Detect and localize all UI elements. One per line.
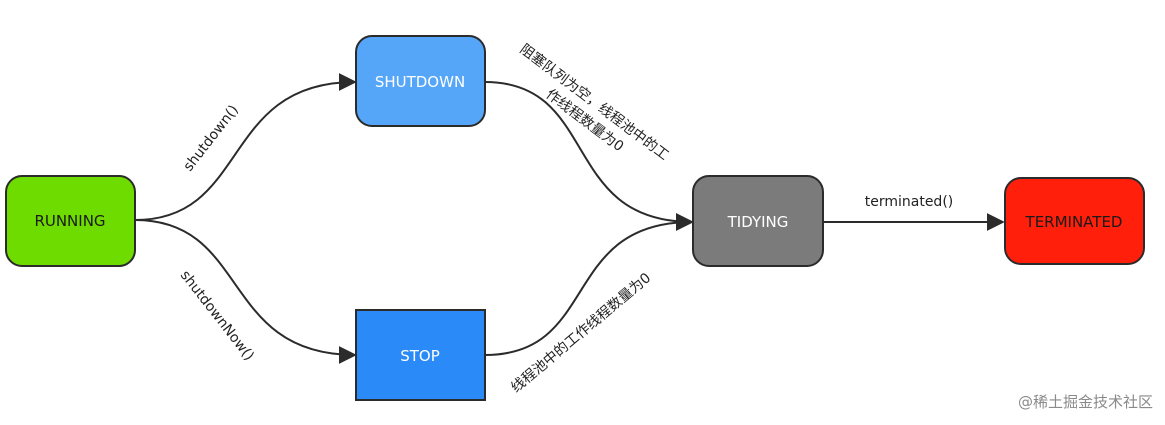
node-running-box [5,175,136,267]
node-stop: STOP [355,309,486,401]
node-shutdown: SHUTDOWN [355,35,486,127]
node-terminated-box [1004,177,1145,265]
node-running: RUNNING [5,175,136,267]
node-running-label: RUNNING [34,212,105,230]
node-terminated-label: TERMINATED [1025,213,1123,231]
node-stop-label: STOP [400,347,440,365]
watermark: @稀土掘金技术社区 [1018,393,1153,411]
edge-running-to-shutdown [134,73,357,221]
label-terminated-call: terminated() [865,194,954,210]
edge-shutdown-to-tidying [484,81,694,231]
node-tidying: TIDYING [692,175,824,267]
node-shutdown-box [355,35,486,127]
node-tidying-box [692,175,824,267]
label-shutdown-to-tidying-line1: 阻塞队列为空，线程池中的工 [517,41,673,164]
node-terminated: TERMINATED [1004,177,1145,265]
node-stop-box [355,309,486,401]
label-shutdown-now-call: shutdownNow() [177,268,257,364]
label-shutdown-call: shutdown() [181,102,242,174]
edge-running-to-stop [134,219,357,364]
node-shutdown-label: SHUTDOWN [375,73,465,91]
edge-stop-to-tidying [484,213,694,356]
node-tidying-label: TIDYING [727,213,789,231]
